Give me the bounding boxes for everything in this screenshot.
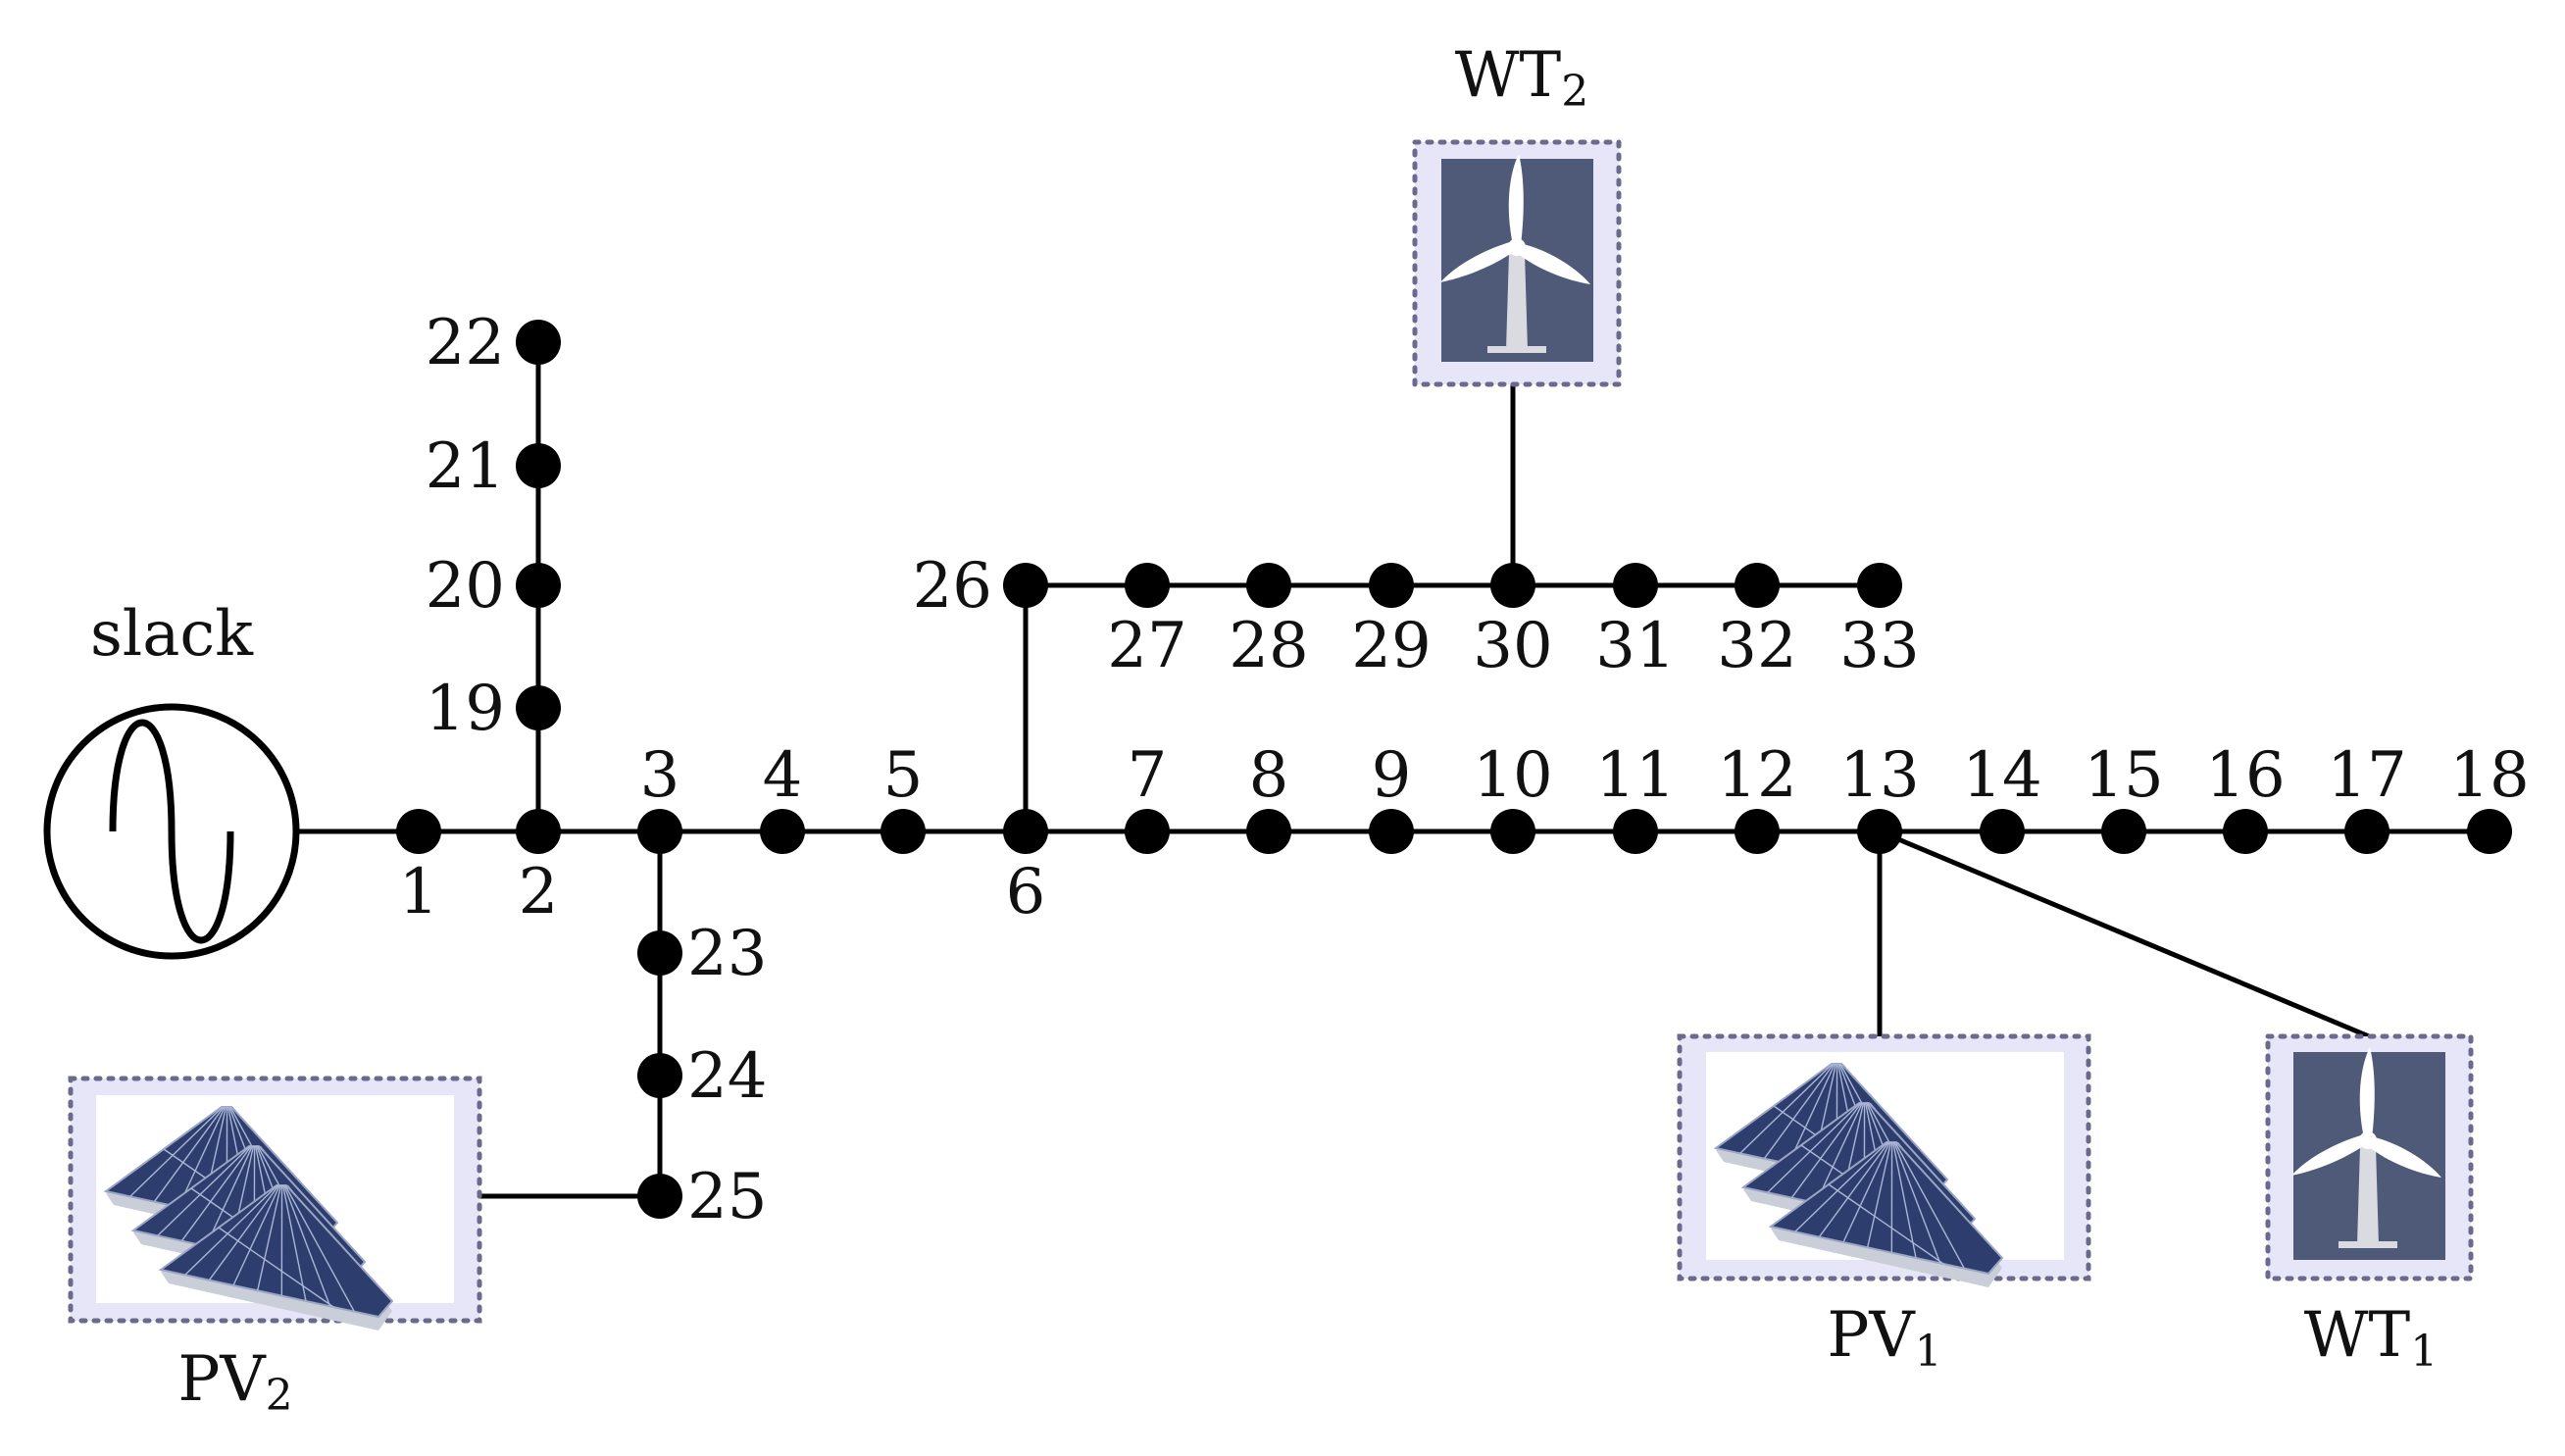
bus-16 — [2223, 809, 2268, 854]
bus-label-19: 19 — [426, 673, 505, 745]
bus-label-16: 16 — [2205, 739, 2285, 812]
bus-21 — [516, 443, 561, 488]
wt2-generator: WT2 — [1412, 39, 1622, 387]
bus-4 — [760, 809, 805, 854]
solar-panel-row — [158, 1184, 394, 1330]
bus-23 — [637, 930, 682, 976]
bus-12 — [1735, 809, 1780, 854]
pv1-generator: PV1 — [1677, 1033, 2091, 1377]
buses-layer — [396, 320, 2512, 1219]
bus-9 — [1369, 809, 1414, 854]
bus-label-32: 32 — [1717, 610, 1796, 682]
bus-label-23: 23 — [687, 918, 767, 990]
bus-label-1: 1 — [399, 856, 439, 929]
bus-18 — [2467, 809, 2512, 854]
bus-label-31: 31 — [1595, 610, 1675, 682]
bus-14 — [1980, 809, 2025, 854]
bus-20 — [516, 563, 561, 608]
generator-links — [479, 384, 2370, 1199]
sine-wave-icon — [109, 719, 234, 944]
wt2-label: WT2 — [1455, 39, 1588, 117]
bus-29 — [1369, 563, 1414, 608]
bus-label-11: 11 — [1595, 739, 1675, 812]
bus-33 — [1857, 563, 1902, 608]
bus-label-29: 29 — [1351, 610, 1431, 682]
pv1-label: PV1 — [1827, 1299, 1941, 1377]
bus-25 — [637, 1174, 682, 1219]
bus-label-6: 6 — [1006, 856, 1046, 929]
wind-turbine-icon — [2291, 1047, 2441, 1248]
bus-label-14: 14 — [1962, 739, 2041, 812]
bus-10 — [1490, 809, 1535, 854]
bus-label-28: 28 — [1229, 610, 1308, 682]
bus-label-25: 25 — [687, 1161, 767, 1233]
bus-2 — [516, 809, 561, 854]
bus-7 — [1125, 809, 1170, 854]
bus-28 — [1246, 563, 1291, 608]
bus-label-3: 3 — [640, 739, 680, 812]
bus-label-13: 13 — [1839, 739, 1919, 812]
bus-24 — [637, 1053, 682, 1098]
solar-panel-row — [1768, 1141, 2004, 1287]
bus-label-20: 20 — [426, 550, 505, 623]
bus-label-21: 21 — [426, 430, 505, 503]
wt1-label: WT1 — [2304, 1299, 2438, 1377]
link-wt1-bus-13 — [1879, 828, 2370, 1039]
bus-13 — [1857, 809, 1902, 854]
bus-label-22: 22 — [426, 307, 505, 379]
solar-panel-icon — [103, 1106, 394, 1330]
bus-30 — [1490, 563, 1535, 608]
bus-27 — [1125, 563, 1170, 608]
bus-label-10: 10 — [1473, 739, 1552, 812]
bus-label-5: 5 — [883, 739, 924, 812]
bus-label-8: 8 — [1249, 739, 1289, 812]
bus-label-12: 12 — [1717, 739, 1796, 812]
bus-22 — [516, 320, 561, 365]
bus-label-17: 17 — [2327, 739, 2406, 812]
bus-31 — [1613, 563, 1658, 608]
bus-label-2: 2 — [519, 856, 559, 929]
bus-label-24: 24 — [687, 1040, 767, 1113]
bus-32 — [1735, 563, 1780, 608]
bus-26 — [1003, 563, 1048, 608]
bus-label-15: 15 — [2084, 739, 2163, 812]
bus-8 — [1246, 809, 1291, 854]
solar-panel-icon — [1713, 1063, 2004, 1287]
bus-5 — [880, 809, 926, 854]
slack-label: slack — [90, 598, 254, 671]
bus-label-30: 30 — [1473, 610, 1552, 682]
bus-label-33: 33 — [1839, 610, 1919, 682]
slack-source: slack — [43, 598, 300, 960]
bus-label-18: 18 — [2449, 739, 2529, 812]
bus-6 — [1003, 809, 1048, 854]
bus-15 — [2101, 809, 2146, 854]
bus-1 — [396, 809, 441, 854]
bus-label-26: 26 — [913, 550, 992, 623]
bus-19 — [516, 685, 561, 730]
bus-label-9: 9 — [1372, 739, 1412, 812]
wind-turbine-icon — [1440, 154, 1590, 353]
bus-3 — [637, 809, 682, 854]
bus-17 — [2344, 809, 2389, 854]
bus-label-7: 7 — [1128, 739, 1168, 812]
wt1-generator: WT1 — [2265, 1033, 2474, 1377]
bus-label-27: 27 — [1107, 610, 1186, 682]
bus-label-4: 4 — [763, 739, 803, 812]
pv2-label: PV2 — [177, 1343, 292, 1421]
pv2-generator: PV2 — [68, 1076, 482, 1421]
bus-11 — [1613, 809, 1658, 854]
